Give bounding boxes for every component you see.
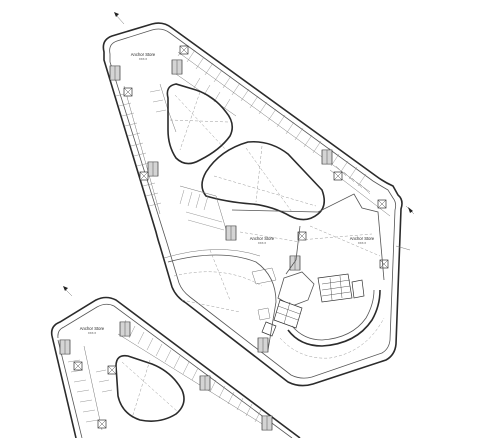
lower-lift-core-c xyxy=(107,365,117,375)
lower-lift-core-s xyxy=(97,419,107,429)
lower-parking-west xyxy=(67,359,99,423)
upper-inner-wall xyxy=(109,28,397,379)
stair-core-hub xyxy=(289,255,301,271)
upper-atrium-void xyxy=(201,140,326,221)
lift-core-s xyxy=(379,259,389,269)
room-label-east: Anchor Store XXX.X xyxy=(350,236,375,245)
lift-core-e xyxy=(333,171,343,181)
stair-core-w xyxy=(147,161,159,177)
room-name: Anchor Store xyxy=(80,326,105,331)
upper-building xyxy=(102,22,403,387)
lower-lift-core-w xyxy=(73,361,83,371)
room-label-lower: Anchor Store XXX.X xyxy=(80,326,105,335)
south-gallery-curve xyxy=(287,289,381,347)
room-code: XXX.X xyxy=(358,241,366,245)
lower-stair-core-se xyxy=(261,415,273,431)
lift-core-se xyxy=(377,199,387,209)
stair-core-nw xyxy=(109,65,121,81)
lower-building xyxy=(50,296,301,438)
room-code: XXX.X xyxy=(88,331,96,335)
room-label-center: Anchor Store XXX.X xyxy=(250,236,275,245)
parking-row-inner xyxy=(159,73,237,133)
lower-outer-wall xyxy=(50,296,301,438)
west-curve xyxy=(167,254,277,351)
stair-core-n xyxy=(171,59,183,75)
lift-core-n xyxy=(179,45,189,55)
room-code: XXX.X xyxy=(139,57,147,61)
stair-core-c xyxy=(225,225,237,241)
lower-stair-core-nw xyxy=(59,339,71,355)
lift-core-w xyxy=(139,171,149,181)
room-name: Anchor Store xyxy=(350,236,375,241)
lower-courtyard xyxy=(115,354,185,422)
room-name: Anchor Store xyxy=(131,52,156,57)
lower-stair-core-n xyxy=(119,321,131,337)
upper-courtyard xyxy=(166,83,234,165)
stair-core-s xyxy=(257,337,269,353)
parking-row-mid xyxy=(179,185,229,237)
parking-row-west xyxy=(115,85,167,215)
lower-stair-core-e xyxy=(199,375,211,391)
room-label-top-north: Anchor Store XXX.X xyxy=(131,52,156,61)
lift-core-nw xyxy=(123,87,133,97)
upper-outer-wall xyxy=(102,22,403,387)
north-arrows xyxy=(63,12,415,297)
room-code: XXX.X xyxy=(258,241,266,245)
stair-core-ne xyxy=(321,149,333,165)
room-name: Anchor Store xyxy=(250,236,275,241)
central-hub xyxy=(261,271,365,337)
